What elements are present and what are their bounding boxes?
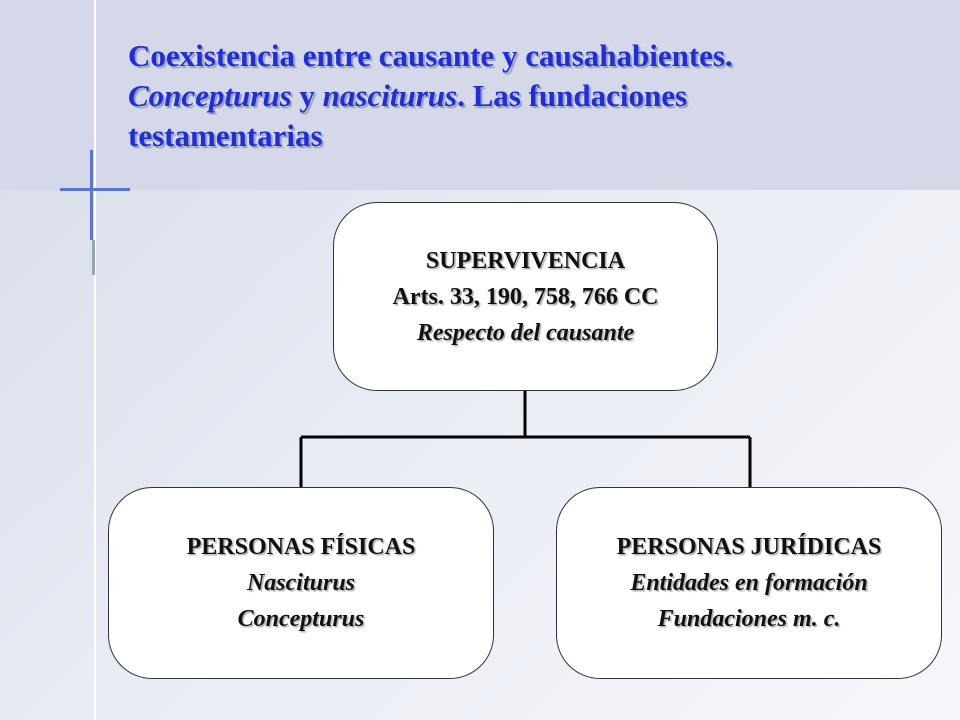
- node-personas-juridicas-heading: PERSONAS JURÍDICAS: [616, 534, 882, 560]
- title-line-1: Coexistencia entre causante y causahabie…: [128, 38, 733, 73]
- title-line-3: testamentarias: [128, 118, 323, 153]
- node-personas-juridicas: PERSONAS JURÍDICAS Entidades en formació…: [556, 487, 942, 679]
- node-personas-fisicas-line-2: Concepturus: [237, 606, 365, 632]
- decorative-vertical-line: [94, 0, 96, 720]
- node-supervivencia: SUPERVIVENCIA Arts. 33, 190, 758, 766 CC…: [333, 202, 718, 391]
- slide-title: Coexistencia entre causante y causahabie…: [128, 36, 918, 156]
- node-personas-fisicas: PERSONAS FÍSICAS Nasciturus Concepturus: [108, 487, 494, 679]
- node-supervivencia-note: Respecto del causante: [416, 319, 635, 346]
- title-line-2-end: . Las fundaciones: [457, 78, 688, 113]
- decorative-blue-horizontal-line: [60, 188, 130, 191]
- node-personas-juridicas-line-2: Fundaciones m. c.: [657, 606, 841, 632]
- decorative-blue-vertical-line: [90, 150, 93, 240]
- node-personas-fisicas-heading: PERSONAS FÍSICAS: [186, 534, 416, 560]
- title-nasciturus: nasciturus: [322, 78, 458, 113]
- decorative-gray-line: [92, 240, 95, 275]
- header-band: [0, 0, 960, 190]
- node-personas-juridicas-line-1: Entidades en formación: [630, 570, 868, 596]
- node-supervivencia-heading: SUPERVIVENCIA: [425, 247, 626, 274]
- title-connector: y: [291, 78, 323, 113]
- title-concepturus: Concepturus: [128, 78, 292, 113]
- node-personas-fisicas-line-1: Nasciturus: [246, 570, 356, 596]
- node-supervivencia-articles: Arts. 33, 190, 758, 766 CC: [392, 283, 659, 310]
